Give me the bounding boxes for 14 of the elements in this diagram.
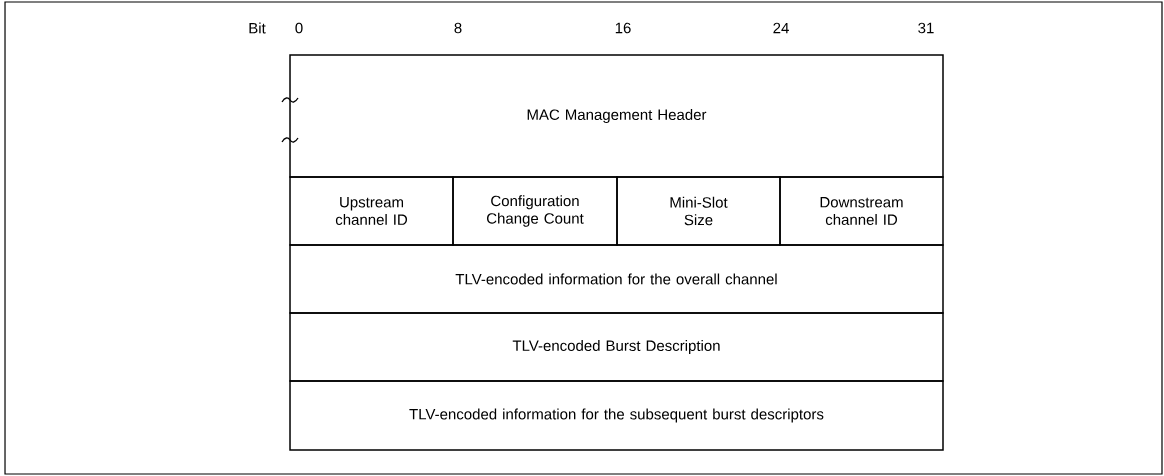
bit-number: 31 [918, 22, 934, 34]
bit-number: 8 [454, 22, 462, 34]
bit-number: 0 [295, 22, 303, 34]
field-box: TLV-encoded Burst Description [289, 312, 944, 382]
field-box: TLV-encoded information for the overall channel [289, 244, 944, 314]
field-box: Configuration Change Count [452, 176, 618, 246]
field-box: Downstream channel ID [779, 176, 944, 246]
field-box: Mini-Slot Size [616, 176, 781, 246]
bit-number: 16 [615, 22, 631, 34]
field-box: TLV-encoded information for the subsequent burst descriptors [289, 380, 944, 451]
axis-label: Bit [249, 22, 266, 34]
field-box: MAC Management Header [289, 54, 944, 178]
bit-number: 24 [773, 22, 789, 34]
field-box: Upstream channel ID [289, 176, 454, 246]
